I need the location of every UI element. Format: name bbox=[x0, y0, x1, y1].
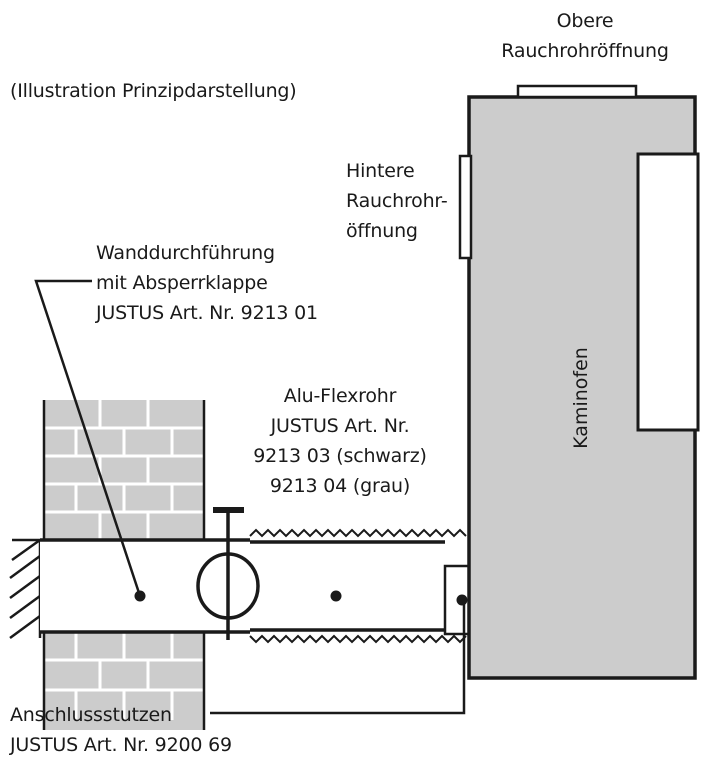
flex-pipe-line-4: 9213 04 (grau) bbox=[269, 475, 411, 497]
illustration-caption: (Illustration Prinzipdarstellung) bbox=[10, 80, 297, 102]
rear-opening-label: Hintere Rauchrohr- öffnung bbox=[346, 156, 448, 246]
flex-pipe-line-2: JUSTUS Art. Nr. bbox=[270, 415, 410, 437]
rear-opening-line-3: öffnung bbox=[346, 220, 418, 242]
stove-body bbox=[467, 95, 700, 680]
wall-feedthrough-line-1: Wanddurchführung bbox=[96, 242, 275, 264]
pipe-channel bbox=[40, 538, 465, 634]
rear-opening-line-2: Rauchrohr- bbox=[346, 190, 448, 212]
top-opening-line-2: Rauchrohröffnung bbox=[501, 40, 669, 62]
stove-label: Kaminofen bbox=[570, 347, 592, 449]
wall-hatching bbox=[9, 538, 42, 640]
rear-flue-opening bbox=[458, 154, 473, 260]
flex-pipe-label: Alu-Flexrohr JUSTUS Art. Nr. 9213 03 (sc… bbox=[240, 381, 440, 501]
brick-wall bbox=[42, 400, 206, 730]
marker-dots bbox=[134, 590, 468, 606]
wall-feedthrough-label: Wanddurchführung mit Absperrklappe JUSTU… bbox=[96, 238, 318, 328]
wall-feedthrough-line-2: mit Absperrklappe bbox=[96, 272, 268, 294]
leader-lines bbox=[34, 279, 466, 715]
rear-opening-line-1: Hintere bbox=[346, 160, 415, 182]
top-opening-label: Obere Rauchrohröffnung bbox=[480, 6, 690, 66]
connector-line-2: JUSTUS Art. Nr. 9200 69 bbox=[10, 734, 232, 756]
shutoff-damper bbox=[196, 507, 260, 640]
connector-line-1: Anschlussstutzen bbox=[10, 704, 172, 726]
flex-pipe-line-1: Alu-Flexrohr bbox=[283, 385, 397, 407]
flex-pipe-line-3: 9213 03 (schwarz) bbox=[253, 445, 427, 467]
top-flue-opening bbox=[516, 84, 638, 99]
aluminium-flex-pipe bbox=[249, 528, 467, 644]
top-opening-line-1: Obere bbox=[556, 10, 614, 32]
connector-label: Anschlussstutzen JUSTUS Art. Nr. 9200 69 bbox=[10, 700, 232, 760]
wall-feedthrough-line-3: JUSTUS Art. Nr. 9213 01 bbox=[96, 302, 318, 324]
